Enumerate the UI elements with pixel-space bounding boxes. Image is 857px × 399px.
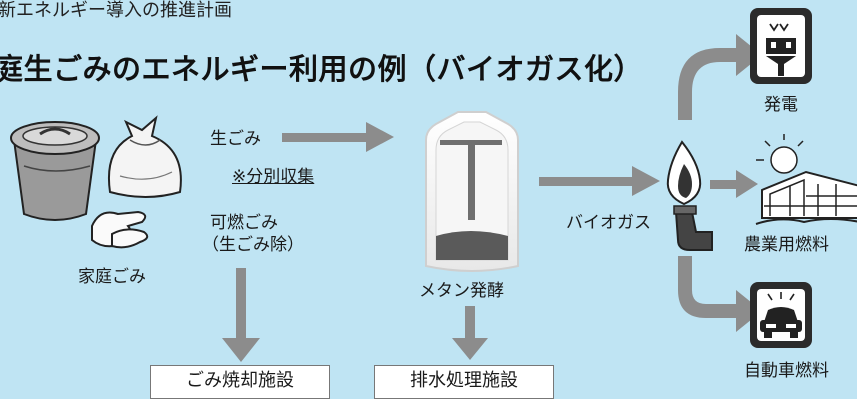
- separate-collection-note: ※分別収集: [232, 167, 315, 187]
- arrow-food-waste: [282, 133, 370, 142]
- car-icon: [750, 282, 812, 348]
- wastewater-facility-box: 排水処理施設: [374, 365, 554, 399]
- methane-tank-icon: [425, 111, 519, 272]
- burnable-waste-label: 可燃ごみ: [210, 213, 278, 233]
- power-plug-icon: [750, 8, 812, 84]
- page-subtitle: 新エネルギー導入の推進計画: [0, 0, 232, 21]
- arrow-biogas: [539, 177, 637, 186]
- agricultural-fuel-label: 農業用燃料: [744, 235, 829, 255]
- gloves-icon: [91, 210, 149, 249]
- arrow-wastewater: [465, 306, 475, 342]
- biogas-burner-icon: [666, 140, 713, 251]
- garbage-bag-icon: [108, 115, 182, 198]
- page-title: 庭生ごみのエネルギー利用の例（バイオガス化）: [0, 52, 644, 86]
- garbage-can-icon: [10, 121, 100, 221]
- biogas-label: バイオガス: [566, 213, 651, 233]
- incineration-facility-box: ごみ焼却施設: [150, 365, 330, 399]
- methane-fermentation-label: メタン発酵: [419, 281, 504, 301]
- household-waste-label: 家庭ごみ: [78, 267, 146, 287]
- flow-arrows: [222, 34, 762, 362]
- vehicle-fuel-label: 自動車燃料: [744, 361, 829, 381]
- food-waste-label: 生ごみ: [210, 129, 261, 149]
- power-generation-label: 発電: [764, 95, 798, 115]
- greenhouse-icon: [755, 134, 857, 225]
- burnable-waste-sublabel: （生ごみ除）: [202, 235, 304, 255]
- arrow-incineration: [236, 268, 246, 340]
